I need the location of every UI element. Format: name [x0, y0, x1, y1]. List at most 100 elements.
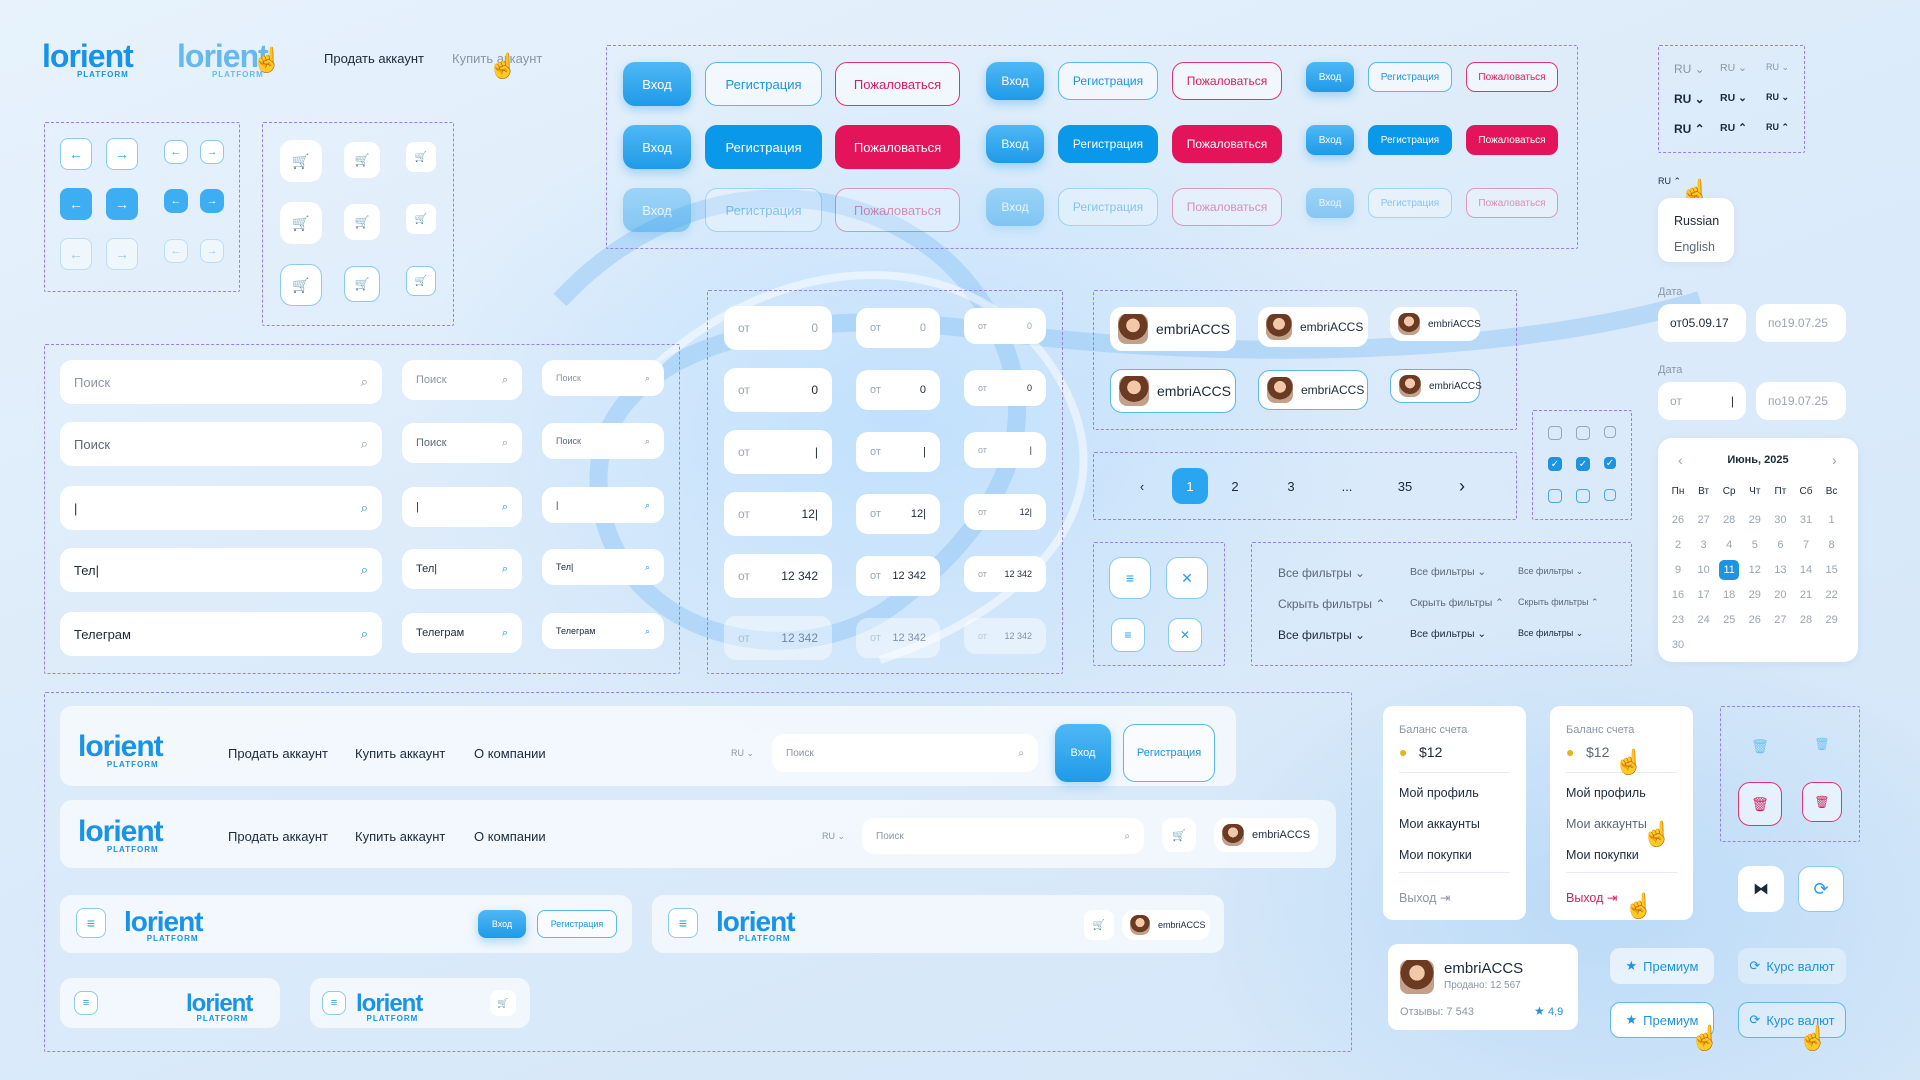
calendar-day[interactable]: 12 [1748, 564, 1761, 576]
checkbox[interactable] [1604, 426, 1616, 438]
filter-toggle-active[interactable]: Все фильтры ⌄ [1278, 628, 1366, 642]
search-input-focused[interactable]: |⌕ [542, 487, 664, 523]
complain-button-sm-disabled[interactable]: Пожаловаться [1466, 188, 1558, 218]
filter-hide[interactable]: Скрыть фильтры ⌃ [1518, 597, 1599, 607]
search-input[interactable]: Поиск⌕ [402, 423, 522, 463]
login-button-hover[interactable]: Вход [623, 125, 691, 169]
user-chip[interactable]: embriACCS [1110, 307, 1236, 351]
user-chip[interactable]: embriACCS [1390, 307, 1481, 341]
search-input-typing[interactable]: Тел|⌕ [60, 548, 382, 592]
arrow-right-icon[interactable]: → [106, 238, 138, 270]
calendar-day[interactable]: 28 [1723, 514, 1736, 526]
register-button[interactable]: Регистрация [705, 62, 822, 106]
close-icon[interactable]: ✕ [1166, 557, 1208, 599]
cart-icon[interactable]: 🛒 [406, 204, 436, 234]
menu-logout[interactable]: Выход ⇥ [1399, 891, 1451, 905]
login-button[interactable]: Вход [623, 62, 691, 106]
register-button-md-disabled[interactable]: Регистрация [1058, 188, 1158, 226]
number-input-focused[interactable]: от| [964, 432, 1046, 468]
checkbox[interactable] [1576, 489, 1590, 503]
number-input-focused[interactable]: от| [856, 432, 940, 472]
register-button-sm-hover[interactable]: Регистрация [1368, 125, 1452, 155]
nav-sell[interactable]: Продать аккаунт [228, 829, 328, 844]
next-page-icon[interactable]: › [1459, 475, 1465, 496]
checkbox[interactable] [1548, 426, 1562, 440]
lang-select-open[interactable]: RU ⌃ [1674, 122, 1705, 136]
menu-icon[interactable]: ≡ [74, 991, 98, 1015]
arrow-right-icon[interactable]: → [200, 239, 224, 263]
calendar-day[interactable]: 17 [1697, 589, 1710, 601]
calendar-day[interactable]: 31 [1799, 514, 1813, 526]
arrow-left-icon[interactable]: ← [60, 138, 92, 170]
trash-icon[interactable]: 🗑 [1814, 737, 1830, 751]
calendar-day[interactable]: 7 [1802, 539, 1810, 551]
checkbox-checked[interactable]: ✓ [1576, 457, 1590, 471]
close-icon[interactable]: ✕ [1168, 618, 1202, 652]
lang-select[interactable]: RU ⌄ [1766, 62, 1790, 72]
arrow-left-icon[interactable]: ← [164, 239, 188, 263]
calendar-day[interactable]: 28 [1799, 614, 1813, 626]
trash-icon[interactable]: 🗑 [1751, 737, 1769, 754]
user-chip-active[interactable]: embriACCS [1258, 370, 1368, 410]
login-button-sm[interactable]: Вход [1306, 62, 1354, 92]
calendar-next-icon[interactable]: › [1832, 452, 1837, 468]
cart-icon[interactable]: 🛒 [344, 142, 380, 178]
calendar-day[interactable]: 29 [1825, 614, 1838, 626]
page-2[interactable]: 2 [1231, 478, 1239, 494]
calendar-day[interactable]: 1 [1828, 514, 1835, 526]
filter-hide[interactable]: Скрыть фильтры ⌃ [1278, 597, 1386, 611]
page-3[interactable]: 3 [1287, 478, 1295, 494]
menu-profile[interactable]: Мой профиль [1399, 786, 1479, 800]
arrow-right-icon[interactable]: → [106, 138, 138, 170]
arrow-right-icon[interactable]: → [106, 188, 138, 220]
trash-icon[interactable]: 🗑 [1802, 782, 1842, 822]
filter-toggle[interactable]: Все фильтры ⌄ [1410, 566, 1487, 578]
arrow-left-icon[interactable]: ← [164, 189, 188, 213]
cart-icon[interactable]: 🛒 [280, 140, 322, 182]
cart-icon[interactable]: 🛒 [406, 266, 436, 296]
flip-icon[interactable]: ⧓ [1738, 866, 1784, 912]
calendar-day[interactable]: 29 [1748, 514, 1761, 526]
lang-select[interactable]: RU ⌄ [822, 831, 846, 841]
menu-icon[interactable]: ≡ [1109, 557, 1151, 599]
lang-option-russian[interactable]: Russian [1674, 214, 1720, 228]
register-button-hover[interactable]: Регистрация [705, 125, 822, 169]
calendar-day[interactable]: 26 [1671, 514, 1685, 526]
search-input-typing[interactable]: Тел|⌕ [542, 549, 664, 585]
trash-icon[interactable]: 🗑 [1738, 782, 1782, 826]
lang-select-dropdown-trigger[interactable]: RU ⌃ [1658, 176, 1682, 186]
checkbox-checked[interactable]: ✓ [1548, 457, 1562, 471]
cart-icon[interactable]: 🛒 [344, 266, 380, 302]
filter-toggle-active[interactable]: Все фильтры ⌄ [1518, 628, 1584, 638]
search-input[interactable]: Поиск⌕ [542, 423, 664, 459]
prev-page-icon[interactable]: ‹ [1139, 478, 1145, 494]
search-input-filled[interactable]: Телеграм⌕ [402, 613, 522, 653]
nav-buy-hover[interactable]: Купить аккаунт [452, 51, 543, 66]
nav-sell[interactable]: Продать аккаунт [324, 51, 424, 66]
calendar-day[interactable]: 4 [1726, 539, 1733, 551]
search-input[interactable]: Поиск⌕ [60, 422, 382, 466]
login-button-md-disabled[interactable]: Вход [986, 188, 1044, 226]
register-button-sm-disabled[interactable]: Регистрация [1368, 188, 1452, 218]
calendar-day[interactable]: 30 [1774, 514, 1787, 526]
complain-button-md-disabled[interactable]: Пожаловаться [1172, 188, 1282, 226]
arrow-left-icon[interactable]: ← [164, 140, 188, 164]
calendar-day[interactable]: 29 [1748, 589, 1761, 601]
search-input-filled[interactable]: Телеграм⌕ [60, 612, 382, 656]
currency-rates-button-active[interactable]: ⟳Курс валют [1738, 1002, 1846, 1038]
user-chip[interactable]: embriACCS [1258, 307, 1368, 347]
cart-icon[interactable]: 🛒 [406, 142, 436, 172]
arrow-right-icon[interactable]: → [200, 140, 224, 164]
search-input[interactable]: Поиск⌕ [542, 360, 664, 396]
user-chip-active[interactable]: embriACCS [1390, 369, 1482, 403]
seller-card[interactable]: embriACCS Продано: 12 567 Отзывы: 7 543 … [1388, 944, 1578, 1030]
